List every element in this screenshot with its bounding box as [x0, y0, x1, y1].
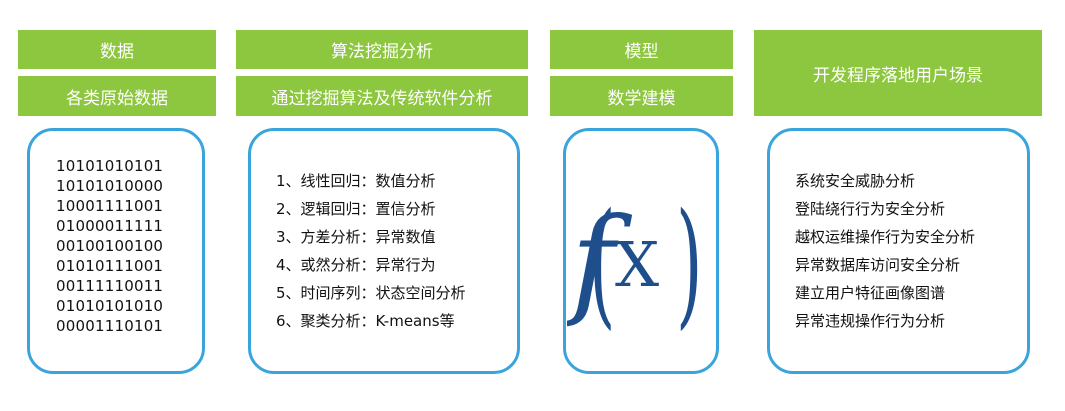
- binary-line: 00001110101: [56, 317, 164, 335]
- algorithm-subheader: 通过挖掘算法及传统软件分析: [236, 76, 528, 116]
- model-card: [563, 128, 719, 374]
- scenario-header: 开发程序落地用户场景: [754, 30, 1042, 116]
- list-item: 登陆绕行行为安全分析: [795, 200, 946, 218]
- list-item: 4、或然分析：异常行为: [276, 256, 436, 274]
- list-item: 3、方差分析：异常数值: [276, 228, 436, 246]
- binary-line: 00100100100: [56, 237, 164, 255]
- binary-line: 00111110011: [56, 277, 164, 295]
- formula-fx: f ( X ): [567, 185, 703, 343]
- binary-line: 01000011111: [56, 217, 164, 235]
- formula-open-paren: (: [589, 185, 616, 343]
- binary-line: 10101010101: [56, 157, 164, 175]
- scenario-card: [767, 128, 1030, 374]
- list-item: 异常数据库访问安全分析: [795, 256, 961, 274]
- list-item: 2、逻辑回归：置信分析: [276, 200, 436, 218]
- algorithm-list: 1、线性回归：数值分析 2、逻辑回归：置信分析 3、方差分析：异常数值 4、或然…: [276, 167, 466, 335]
- algorithm-header: 算法挖掘分析: [236, 30, 528, 69]
- formula-x-glyph: X: [615, 228, 659, 301]
- list-item: 5、时间序列：状态空间分析: [276, 284, 466, 302]
- list-item: 异常违规操作行为分析: [795, 312, 946, 330]
- list-item: 越权运维操作行为安全分析: [795, 228, 976, 246]
- formula-close-paren: ): [676, 185, 703, 343]
- model-header: 模型: [550, 30, 733, 69]
- binary-line: 01010101010: [56, 297, 164, 315]
- scenario-list: 系统安全威胁分析 登陆绕行行为安全分析 越权运维操作行为安全分析 异常数据库访问…: [795, 167, 975, 335]
- algorithm-card: [248, 128, 520, 374]
- data-subheader: 各类原始数据: [18, 76, 216, 116]
- list-item: 1、线性回归：数值分析: [276, 172, 436, 190]
- data-header: 数据: [18, 30, 216, 69]
- list-item: 建立用户特征画像图谱: [795, 284, 946, 302]
- data-card: [27, 128, 205, 374]
- list-item: 系统安全威胁分析: [795, 172, 916, 190]
- binary-line: 01010111001: [56, 257, 164, 275]
- binary-line: 10101010000: [56, 177, 164, 195]
- binary-line: 10001111001: [56, 197, 164, 215]
- list-item: 6、聚类分析：K-means等: [276, 312, 455, 330]
- binary-data-block: 10101010101 10101010000 10001111001 0100…: [56, 156, 163, 336]
- model-subheader: 数学建模: [550, 76, 733, 116]
